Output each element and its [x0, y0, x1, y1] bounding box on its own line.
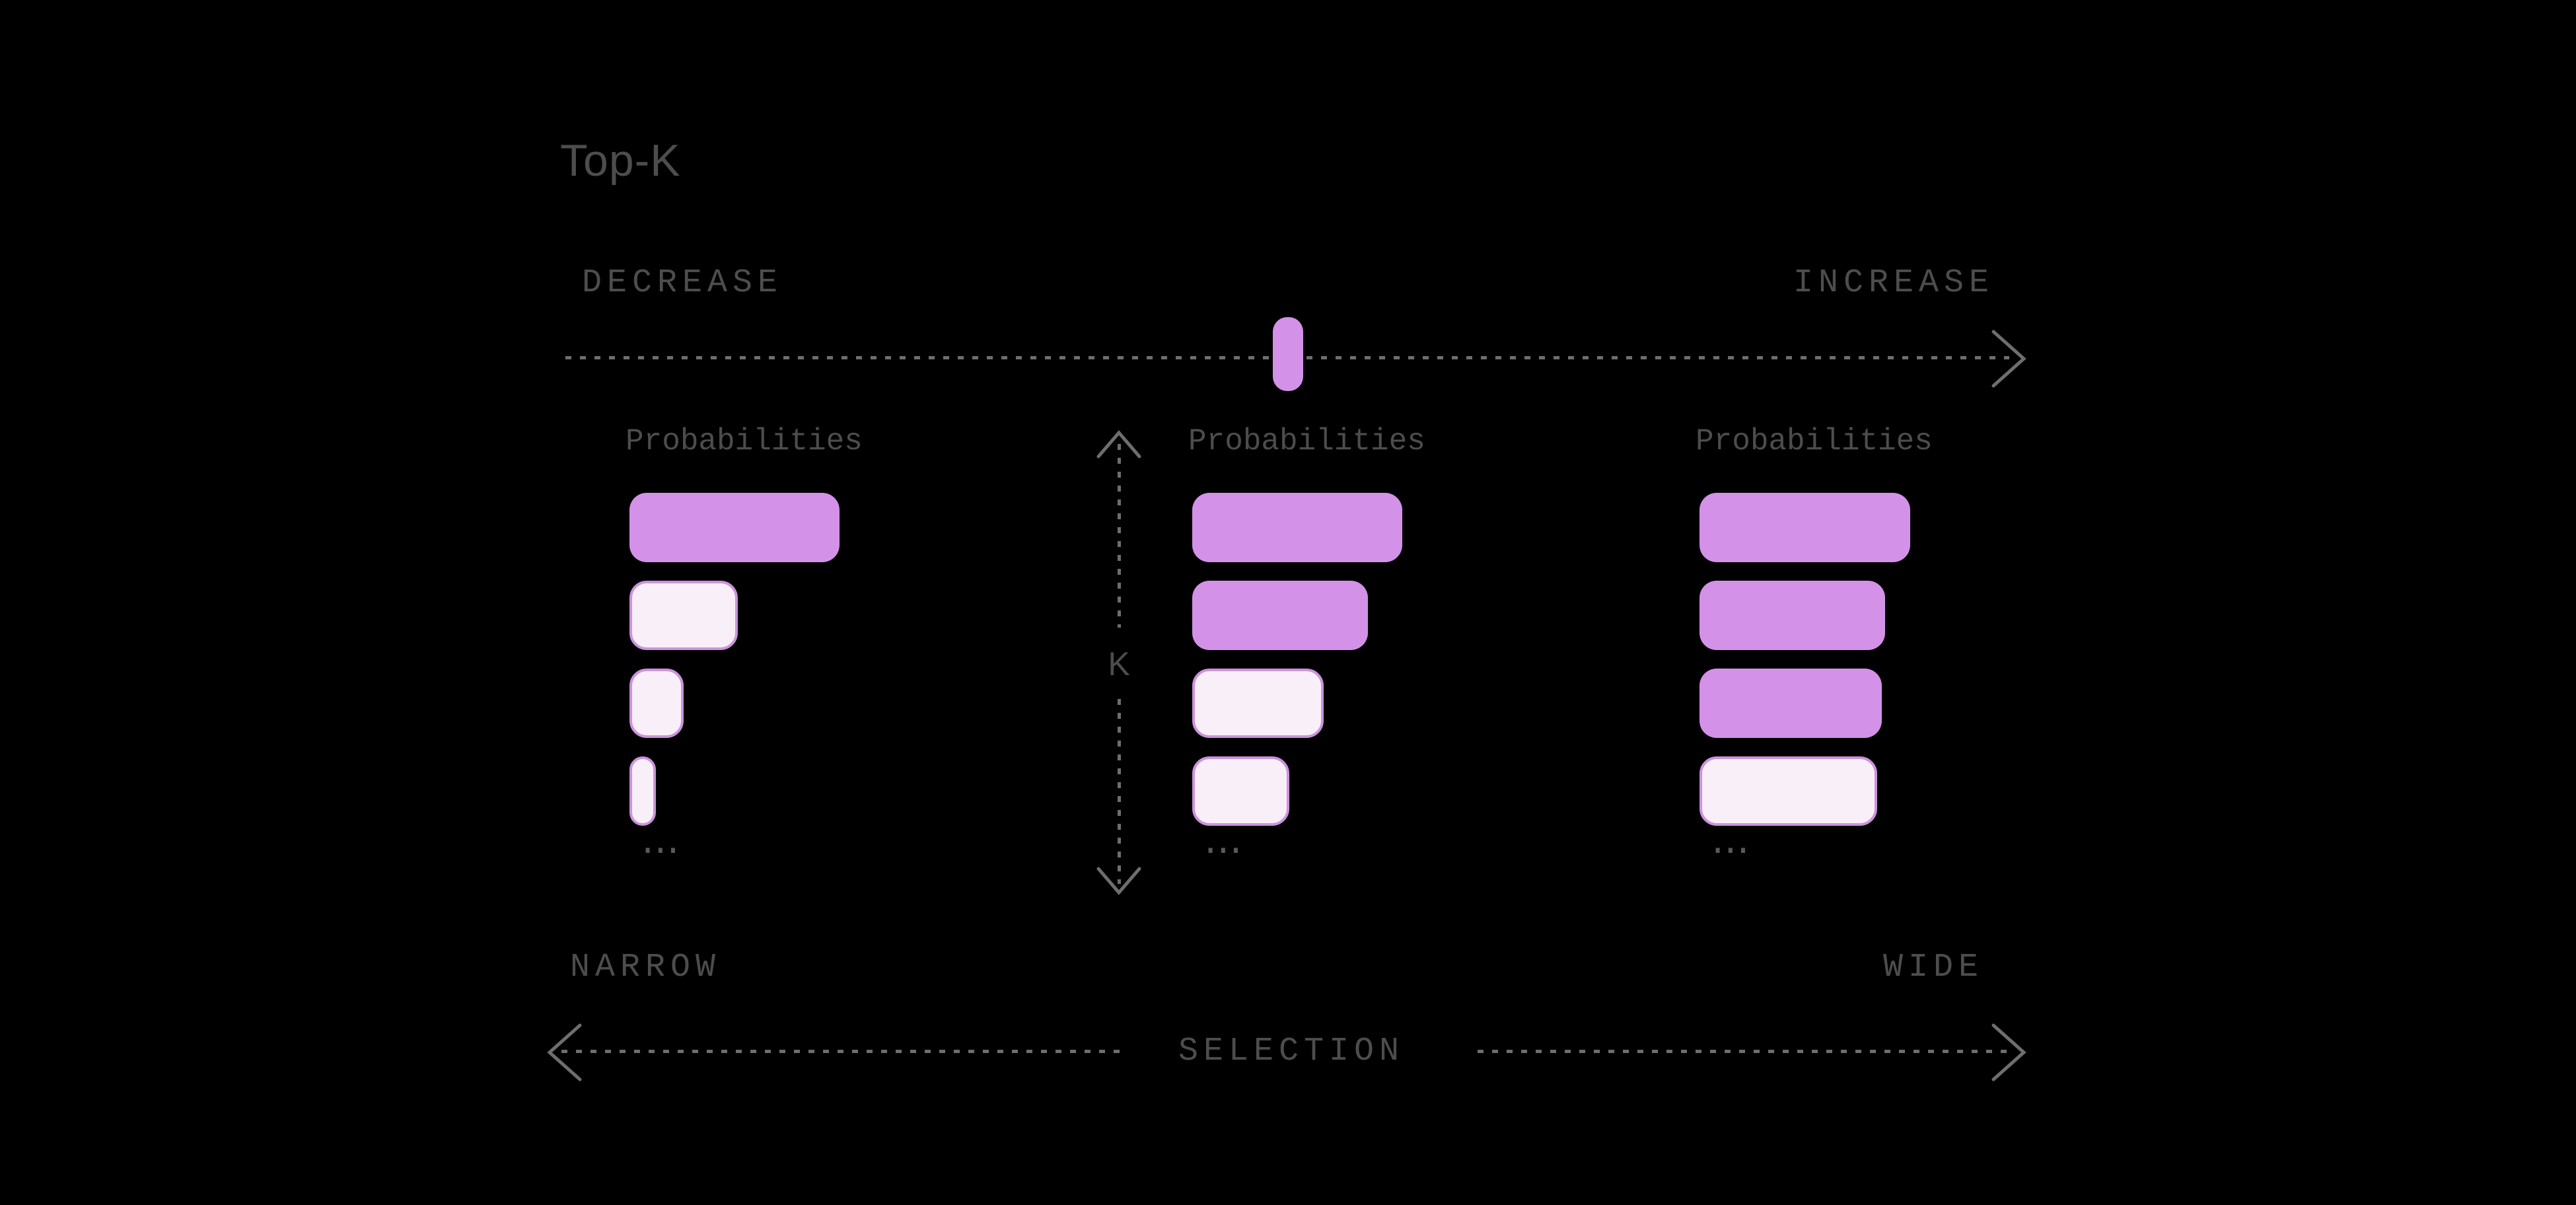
- probability-bar-selected: [1699, 669, 1882, 738]
- k-axis-line: [1118, 444, 1121, 628]
- k-axis-line: [1118, 699, 1121, 884]
- selection-track-right: [1478, 1050, 2007, 1053]
- probability-bar-excluded: [1192, 756, 1289, 826]
- selection-track-left: [561, 1050, 1124, 1053]
- probability-bar-selected: [1699, 493, 1910, 562]
- probability-bar-selected: [1699, 581, 1885, 650]
- arrowhead-right-icon: [1991, 330, 2026, 388]
- increase-label: INCREASE: [1793, 264, 1995, 302]
- probability-bar-selected: [629, 493, 840, 562]
- ellipsis: ...: [637, 824, 684, 863]
- chart-label: Probabilities: [1188, 424, 1425, 458]
- probability-bar-excluded: [1699, 756, 1877, 826]
- ellipsis: ...: [1707, 824, 1754, 863]
- ellipsis: ...: [1200, 824, 1246, 863]
- wide-label: WIDE: [1883, 949, 1984, 986]
- probability-bar-selected: [1192, 581, 1368, 650]
- narrow-label: NARROW: [570, 949, 721, 986]
- probability-bar-excluded: [629, 756, 656, 826]
- probability-chart: [1699, 493, 1910, 826]
- probability-bar-excluded: [629, 581, 738, 650]
- arrowhead-left-icon: [547, 1023, 582, 1081]
- arrowhead-right-icon: [1991, 1023, 2026, 1081]
- slider-handle[interactable]: [1273, 317, 1303, 391]
- probability-chart: [629, 493, 840, 826]
- chart-label: Probabilities: [626, 424, 863, 458]
- decrease-label: DECREASE: [582, 264, 783, 302]
- probability-chart: [1192, 493, 1402, 826]
- page-title: Top-K: [560, 135, 681, 186]
- selection-label: SELECTION: [1178, 1033, 1405, 1070]
- probability-bar-excluded: [629, 669, 684, 738]
- k-axis-label: K: [1108, 645, 1130, 682]
- probability-bar-excluded: [1192, 669, 1324, 738]
- chart-label: Probabilities: [1696, 424, 1933, 458]
- arrowhead-up-icon: [1096, 430, 1141, 458]
- arrowhead-down-icon: [1096, 867, 1141, 895]
- probability-bar-selected: [1192, 493, 1402, 562]
